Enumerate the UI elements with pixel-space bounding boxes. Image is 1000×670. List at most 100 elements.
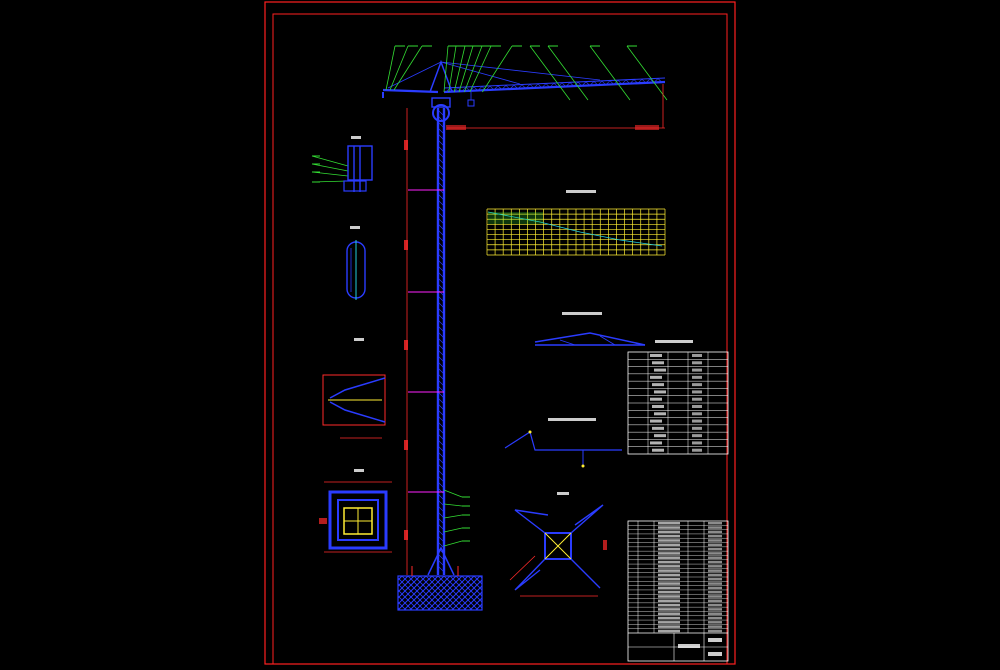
mast-lacing-bar xyxy=(437,523,445,531)
parts-list-cell-text xyxy=(708,543,722,547)
leader-line xyxy=(448,45,457,93)
jib-section-web-1 xyxy=(559,339,576,346)
parts-list-cell-text xyxy=(658,573,680,577)
parts-list-cell-text xyxy=(658,560,680,564)
parts-list-title-block xyxy=(627,520,729,662)
parts-list-cell-text xyxy=(658,616,680,620)
mast-lacing-bar xyxy=(437,241,445,249)
parts-list-cell-text xyxy=(708,522,722,525)
parts-list-cell-text xyxy=(658,603,680,607)
mast-lacing-bar xyxy=(437,313,445,321)
parameter-table-cell-text xyxy=(692,405,702,408)
detail-3-brace-upper xyxy=(329,377,386,399)
mast-lacing-bar xyxy=(437,307,445,315)
detail-leader-line xyxy=(311,155,349,167)
mast-lacing-bar xyxy=(437,187,445,195)
parameter-table-cell-text xyxy=(652,405,664,408)
parts-list-cell-text xyxy=(658,565,680,568)
mast-leader-line xyxy=(443,514,463,519)
jib-lacing-bar xyxy=(501,85,507,90)
hoist-point-2 xyxy=(581,464,585,468)
mast-lacing-bar xyxy=(437,553,445,561)
leader-line xyxy=(529,45,571,101)
parts-list-cell-text xyxy=(708,552,722,555)
parameter-table-cell-text xyxy=(692,390,702,394)
jib-lacing-bar xyxy=(581,81,587,86)
jib-lacing-bar xyxy=(609,80,615,85)
detail-3-title xyxy=(354,338,364,341)
mast-lacing-bar xyxy=(437,379,445,387)
parameter-table-cell-text xyxy=(692,419,702,423)
mast-lacing-bar xyxy=(437,277,445,285)
leader-line xyxy=(469,45,492,93)
jib-lacing-bar xyxy=(493,85,499,90)
parameter-table-cell-text xyxy=(692,383,702,387)
detail-3-frame xyxy=(322,374,386,426)
parts-list-cell-text xyxy=(708,582,722,585)
mast-lacing-bar xyxy=(437,121,445,129)
mast-lacing-bar xyxy=(437,325,445,333)
mast-lacing-bar xyxy=(437,349,445,357)
jib-lacing-bar xyxy=(657,78,663,83)
jib-bottom-chord xyxy=(443,80,666,94)
parts-list-cell-text xyxy=(708,547,722,551)
parts-list-cell-text xyxy=(708,526,722,529)
parts-list-cell-text xyxy=(658,608,680,611)
parameter-table-cell-text xyxy=(652,426,664,430)
leader-line xyxy=(464,45,483,93)
mast-lacing-bar xyxy=(437,427,445,435)
parameter-table-cell-text xyxy=(692,434,702,438)
parts-list-cell-text xyxy=(658,552,680,555)
parameter-table-cell-text xyxy=(692,368,702,372)
parameter-table-title xyxy=(655,340,693,343)
leader-line xyxy=(547,45,589,101)
mast-lacing-bar xyxy=(437,439,445,447)
mast-leader-line xyxy=(443,503,463,507)
detail-view-2 xyxy=(346,226,366,300)
parts-list-cell-text xyxy=(708,560,722,564)
parts-list-cell-text xyxy=(708,599,722,603)
parts-list-cell-text xyxy=(658,595,680,598)
slewing-ring xyxy=(432,104,450,122)
part-leaders xyxy=(311,45,668,547)
foundation-block xyxy=(397,575,483,611)
mast-lacing-bar xyxy=(437,361,445,369)
jib-lacing-bar xyxy=(557,82,563,88)
jib-top-chord xyxy=(443,77,666,89)
trolley xyxy=(467,99,475,107)
parameter-table-cell-text xyxy=(692,354,702,357)
parts-list-cell-text xyxy=(658,539,680,542)
parts-list-cell-text xyxy=(708,534,722,538)
mast-section-dimension xyxy=(404,340,408,350)
jib-dimension-text-left xyxy=(446,125,466,130)
parts-list-cell-text xyxy=(708,530,722,534)
parts-list-cell-text xyxy=(658,569,680,572)
jib-lacing-bar xyxy=(621,79,627,85)
mast-lacing-bar xyxy=(437,133,445,141)
mast-lacing-bar xyxy=(437,391,445,399)
parameter-table-cell-text xyxy=(654,434,666,438)
hoist-line-view xyxy=(504,418,622,468)
mast-leader-line xyxy=(443,540,463,547)
parts-list-cell-text xyxy=(708,539,722,542)
parts-list-cell-text xyxy=(708,556,722,559)
parts-list-cell-text xyxy=(658,578,680,581)
parts-list-cell-text xyxy=(708,616,722,620)
mast-lacing-bar xyxy=(437,289,445,297)
jib-lacing-bar xyxy=(653,78,659,83)
detail-view-1 xyxy=(343,136,373,192)
detail-4-outer xyxy=(328,490,388,550)
parameter-table-cell-text xyxy=(692,426,702,430)
parameter-table-cell-text xyxy=(652,361,664,365)
parts-list-grid xyxy=(628,521,728,661)
parts-list-cell-text xyxy=(658,612,680,615)
title-block-drawing-name xyxy=(678,644,700,648)
leader-line xyxy=(458,45,474,93)
inner-sheet-frame xyxy=(272,13,728,665)
mast-lacing-bar xyxy=(437,421,445,429)
parts-list-cell-text xyxy=(658,522,680,525)
mast-lacing-bar xyxy=(437,337,445,345)
mast-lacing-bar xyxy=(437,355,445,363)
jib-lacing-bar xyxy=(537,83,543,89)
